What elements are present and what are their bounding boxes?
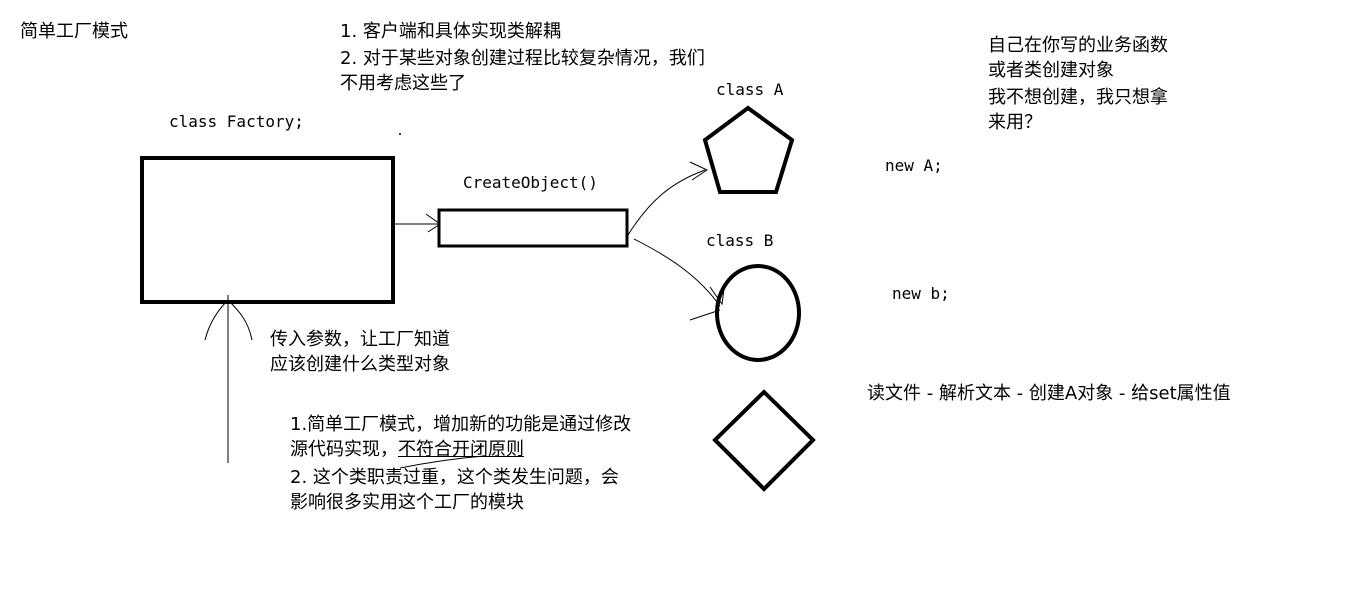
open-closed-violation-text: 不符合开闭原则 <box>398 439 524 460</box>
top-note-line-3: 不用考虑这些了 <box>340 73 466 94</box>
class-a-label: class A <box>716 80 784 99</box>
class-b-stroke <box>689 309 721 321</box>
factory-box <box>140 156 395 304</box>
right-note-line-4: 来用？ <box>988 112 1042 133</box>
method-to-class-a-curve <box>627 169 706 236</box>
factory-label: class Factory; <box>169 112 304 131</box>
param-arrow-right <box>227 299 253 341</box>
new-a-text: new A; <box>885 156 943 175</box>
bottom-note-line-2: 源代码实现，不符合开闭原则 <box>290 437 524 463</box>
bottom-note-line-2-part-a: 源代码实现， <box>290 439 398 460</box>
pen-stroke <box>399 455 485 469</box>
method-to-class-b-arrowhead <box>709 286 725 306</box>
right-note-line-3: 我不想创建，我只想拿 <box>988 87 1168 108</box>
bottom-note-line-3: 2. 这个类职责过重，这个类发生问题，会 <box>290 467 619 488</box>
right-note-line-1: 自己在你写的业务函数 <box>988 35 1168 56</box>
param-arrow-left <box>204 299 229 341</box>
stray-dot <box>399 133 401 135</box>
create-object-box <box>437 208 629 248</box>
class-b-label: class B <box>706 231 774 250</box>
right-note-line-2: 或者类创建对象 <box>988 60 1114 81</box>
create-object-label: CreateObject() <box>463 173 598 192</box>
page-title: 简单工厂模式 <box>20 21 128 42</box>
method-to-class-b-curve <box>633 238 721 307</box>
class-b-circle <box>715 264 801 362</box>
bottom-note-line-4: 影响很多实用这个工厂的模块 <box>290 492 524 513</box>
param-note-line-2: 应该创建什么类型对象 <box>270 354 450 375</box>
diamond-shape <box>712 389 816 492</box>
method-to-class-a-arrowhead <box>689 161 709 181</box>
param-note-line-1: 传入参数，让工厂知道 <box>270 329 450 350</box>
class-a-pentagon <box>702 105 795 194</box>
bottom-note-line-1: 1.简单工厂模式，增加新的功能是通过修改 <box>290 414 632 435</box>
top-note-line-2: 2. 对于某些对象创建过程比较复杂情况，我们 <box>340 48 705 69</box>
top-note-line-1: 1. 客户端和具体实现类解耦 <box>340 21 561 42</box>
new-b-text: new b; <box>892 284 950 303</box>
flow-note: 读文件 - 解析文本 - 创建A对象 - 给set属性值 <box>867 383 1231 404</box>
